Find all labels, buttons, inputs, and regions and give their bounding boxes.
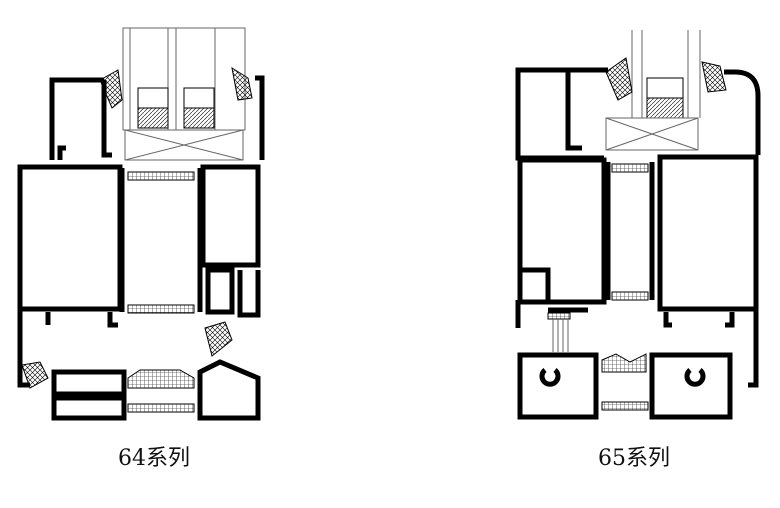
glass-unit: [605, 30, 701, 151]
figure-label-64: 64系列: [118, 446, 190, 471]
figure-label-65: 65系列: [598, 446, 670, 471]
profile-65-series: [515, 30, 761, 420]
profile-64-series: [17, 27, 265, 421]
glass-unit: [122, 27, 246, 161]
